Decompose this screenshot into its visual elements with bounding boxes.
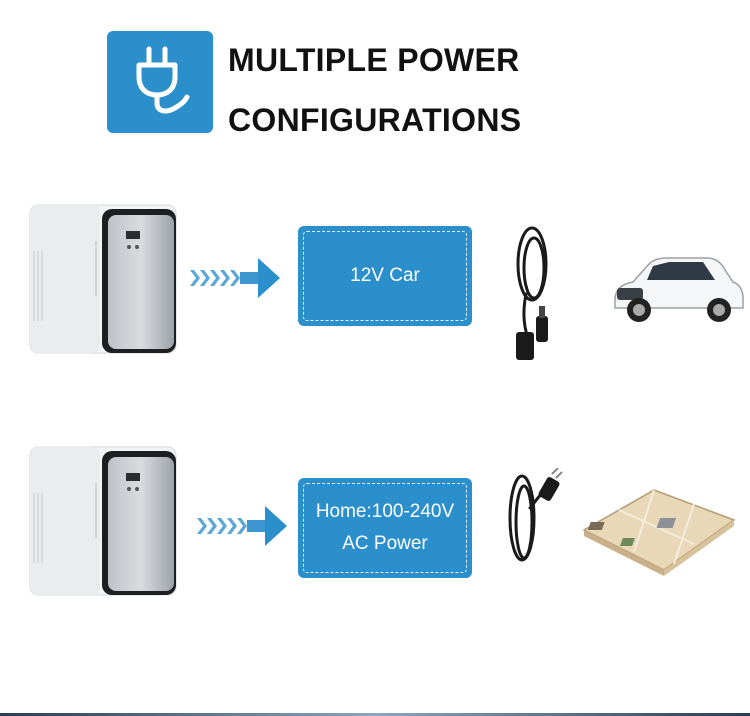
plug-icon: [136, 46, 190, 114]
ac-power-cord-icon: [508, 468, 563, 562]
power-label-line-1: Home:100-240V: [315, 501, 455, 522]
arrow-right-icon: [197, 506, 287, 546]
power-option-car: 12V Car: [0, 196, 750, 366]
page-title: MULTIPLE POWER CONFIGURATIONS: [228, 30, 521, 150]
arrow-right-icon: [190, 258, 280, 298]
title-line-1: MULTIPLE POWER: [228, 42, 520, 78]
power-option-home: Home:100-240V AC Power: [0, 438, 750, 608]
power-label-box: 12V Car: [298, 226, 472, 326]
car-charger-cable-icon: [516, 226, 548, 360]
power-label-text: Home:100-240V AC Power: [316, 496, 454, 560]
power-label-text: 12V Car: [350, 265, 420, 286]
plug-icon-tile: [107, 31, 213, 133]
title-line-2: CONFIGURATIONS: [228, 102, 522, 138]
power-label-line-2: AC Power: [342, 533, 428, 554]
power-label-box: Home:100-240V AC Power: [298, 478, 472, 578]
home-floorplan-icon: [582, 489, 736, 576]
mini-fridge-image: [29, 446, 177, 596]
suv-car-icon: [614, 257, 744, 322]
mini-fridge-image: [29, 204, 177, 354]
bottom-border: [0, 713, 750, 716]
